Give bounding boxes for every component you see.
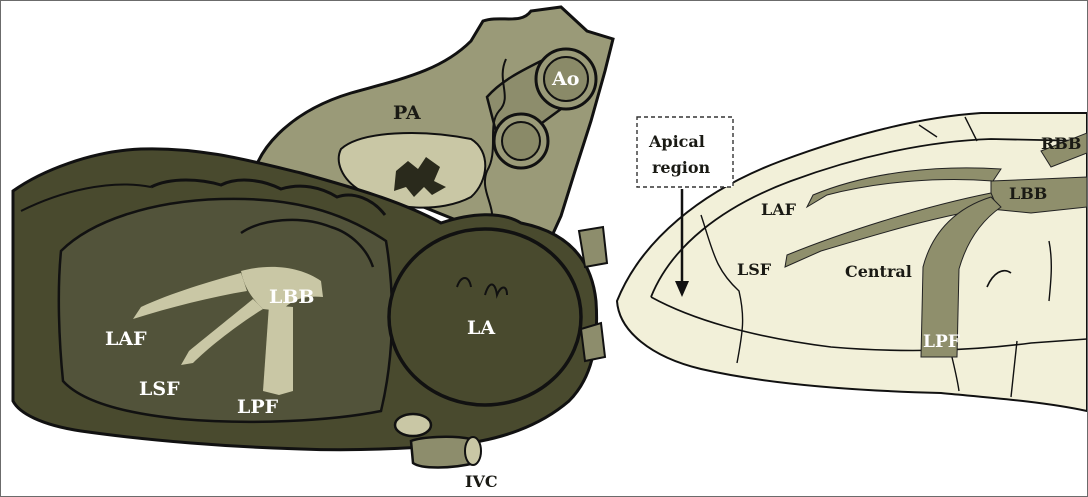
label-la: LA xyxy=(467,317,495,339)
apical-callout-line1: Apical xyxy=(648,132,705,151)
ventricle-diagram: Apical region RBB LBB LAF LSF Central LP… xyxy=(617,113,1087,411)
label-lsf-heart: LSF xyxy=(139,378,180,400)
ivc-opening xyxy=(465,437,481,465)
label-lsf-septum: LSF xyxy=(737,260,772,279)
pulmonary-vein-stub xyxy=(579,227,607,267)
label-pa: PA xyxy=(393,102,421,124)
pulmonary-vein-stub-2 xyxy=(581,323,605,361)
label-rbb: RBB xyxy=(1041,134,1081,153)
label-lpf-septum: LPF xyxy=(923,332,960,352)
label-lbb-heart: LBB xyxy=(269,286,314,308)
label-lpf-heart: LPF xyxy=(237,396,279,418)
apical-callout-line2: region xyxy=(652,158,711,177)
label-lbb-septum: LBB xyxy=(1009,184,1047,203)
label-laf-heart: LAF xyxy=(105,328,147,350)
label-laf-septum: LAF xyxy=(761,200,797,219)
coronary-sinus xyxy=(395,414,431,436)
heart-diagram: Ao PA LA LBB LAF LSF LPF IVC xyxy=(13,7,613,491)
label-central: Central xyxy=(845,262,912,281)
label-ao: Ao xyxy=(551,68,579,90)
vessel-ring-inner xyxy=(502,122,540,160)
label-ivc: IVC xyxy=(465,472,498,491)
